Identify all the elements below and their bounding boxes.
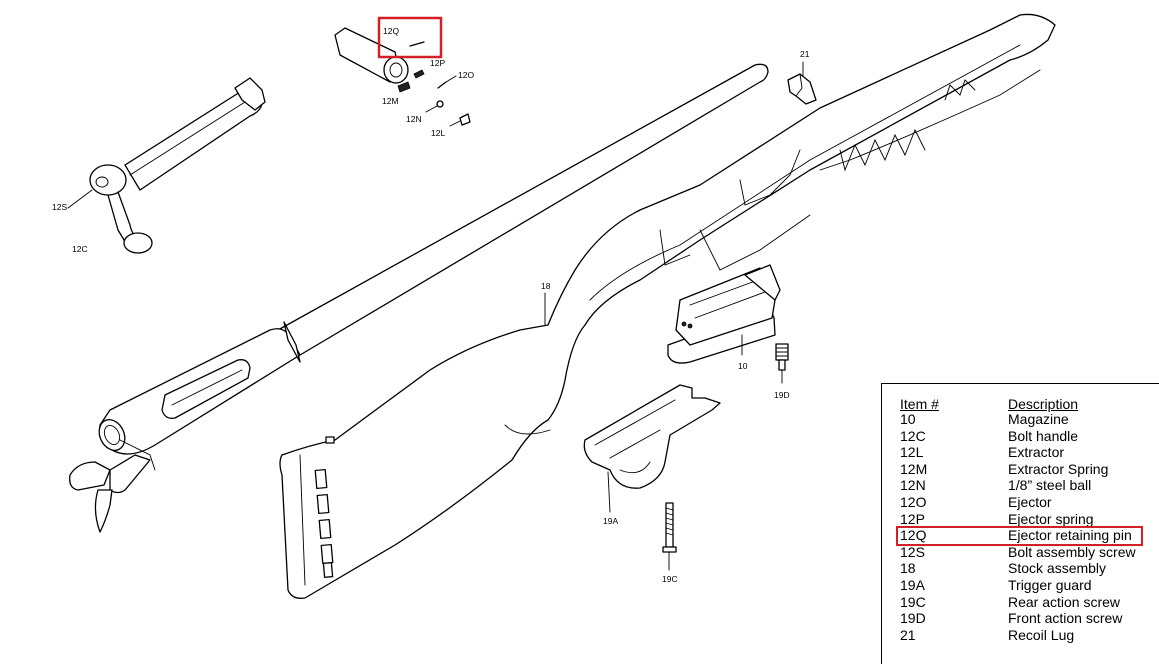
legend-item-description: Bolt assembly screw xyxy=(1008,543,1136,560)
exploded-parts-diagram: 12Q 12P 12O 12M 12N 12L 12S 12C 21 18 10… xyxy=(52,13,1056,599)
bolt-assembly-drawing xyxy=(67,77,266,254)
legend-item-number: 18 xyxy=(900,560,916,577)
legend-item-description: Front action screw xyxy=(1008,610,1123,627)
legend-item-description: Rear action screw xyxy=(1008,593,1121,610)
callout-12N: 12N xyxy=(406,114,422,124)
legend-row: 19D Front action screw xyxy=(882,610,1159,627)
legend-item-description: Ejector spring xyxy=(1008,510,1094,527)
legend-header-item: Item # xyxy=(900,396,939,412)
callout-12M: 12M xyxy=(382,96,399,106)
legend-item-number: 10 xyxy=(900,411,916,427)
legend-item-description: Ejector xyxy=(1008,494,1052,510)
callout-19C: 19C xyxy=(662,574,678,584)
steel-ball-drawing xyxy=(425,100,444,113)
callout-12O: 12O xyxy=(458,70,474,80)
legend-row: 12O Ejector xyxy=(882,494,1159,511)
recoil-lug-drawing xyxy=(787,73,817,105)
front-action-screw-drawing xyxy=(775,343,789,384)
ejector-spring-drawing xyxy=(413,69,425,79)
legend-item-description: Bolt handle xyxy=(1008,427,1079,444)
callout-21: 21 xyxy=(800,49,810,59)
legend-row: 19A Trigger guard xyxy=(882,577,1159,594)
legend-item-number: 19A xyxy=(900,577,925,593)
legend-item-description: 1/8” steel ball xyxy=(1008,477,1092,494)
ejector-drawing xyxy=(437,75,457,89)
legend-row: 19C Rear action screw xyxy=(882,594,1159,611)
callout-12P: 12P xyxy=(430,58,445,68)
legend-row: 12M Extractor Spring xyxy=(882,461,1159,478)
extractor-spring-drawing xyxy=(397,81,411,93)
legend-row: 12S Bolt assembly screw xyxy=(882,544,1159,561)
legend-row: 10 Magazine xyxy=(882,411,1159,428)
callout-18: 18 xyxy=(541,281,551,291)
callout-19D: 19D xyxy=(774,390,790,400)
callout-10: 10 xyxy=(738,361,748,371)
callout-12S: 12S xyxy=(52,202,67,212)
legend-item-number: 12M xyxy=(900,460,928,477)
legend-row: 12N 1/8” steel ball xyxy=(882,477,1159,494)
callout-12Q: 12Q xyxy=(383,26,399,36)
legend-item-description: Extractor Spring xyxy=(1008,460,1109,477)
legend-item-number: 12Q xyxy=(900,527,927,544)
legend-row: 18 Stock assembly xyxy=(882,560,1159,577)
legend-row: 12C Bolt handle xyxy=(882,428,1159,445)
parts-legend: Item # Description 10 Magazine 12C Bolt han… xyxy=(881,383,1159,664)
barrel-action-drawing xyxy=(69,63,769,533)
legend-item-number: 12C xyxy=(900,427,926,444)
legend-item-description: Stock assembly xyxy=(1008,560,1107,577)
legend-item-number: 12N xyxy=(900,477,926,494)
bolt-head-drawing xyxy=(334,27,425,84)
stock-assembly-drawing xyxy=(279,13,1056,599)
legend-row: 12P Ejector spring xyxy=(882,511,1159,528)
callout-19A: 19A xyxy=(603,516,618,526)
legend-item-description: Magazine xyxy=(1008,411,1069,427)
legend-row: 21 Recoil Lug xyxy=(882,627,1159,644)
rear-action-screw-drawing xyxy=(662,502,677,571)
legend-item-number: 21 xyxy=(900,626,916,643)
legend-item-number: 12O xyxy=(900,494,927,510)
legend-header-description: Description xyxy=(1008,396,1079,412)
magazine-drawing xyxy=(667,264,781,364)
legend-item-number: 12P xyxy=(900,510,925,527)
legend-item-number: 12L xyxy=(900,444,924,461)
legend-item-description: Extractor xyxy=(1008,444,1065,461)
callout-12L: 12L xyxy=(431,128,445,138)
trigger-guard-drawing xyxy=(583,384,721,513)
legend-item-description: Recoil Lug xyxy=(1008,626,1075,643)
legend-item-number: 19D xyxy=(900,610,926,627)
diagram-highlight-box xyxy=(377,16,443,59)
callout-12C: 12C xyxy=(72,244,88,254)
legend-item-description: Trigger guard xyxy=(1008,577,1092,593)
extractor-drawing xyxy=(449,113,471,127)
legend-row: 12Q Ejector retaining pin xyxy=(882,527,1159,544)
legend-row: 12L Extractor xyxy=(882,444,1159,461)
legend-highlight-box xyxy=(896,526,1143,547)
legend-item-number: 19C xyxy=(900,593,926,610)
legend-item-number: 12S xyxy=(900,543,925,560)
legend-item-description: Ejector retaining pin xyxy=(1008,527,1132,544)
